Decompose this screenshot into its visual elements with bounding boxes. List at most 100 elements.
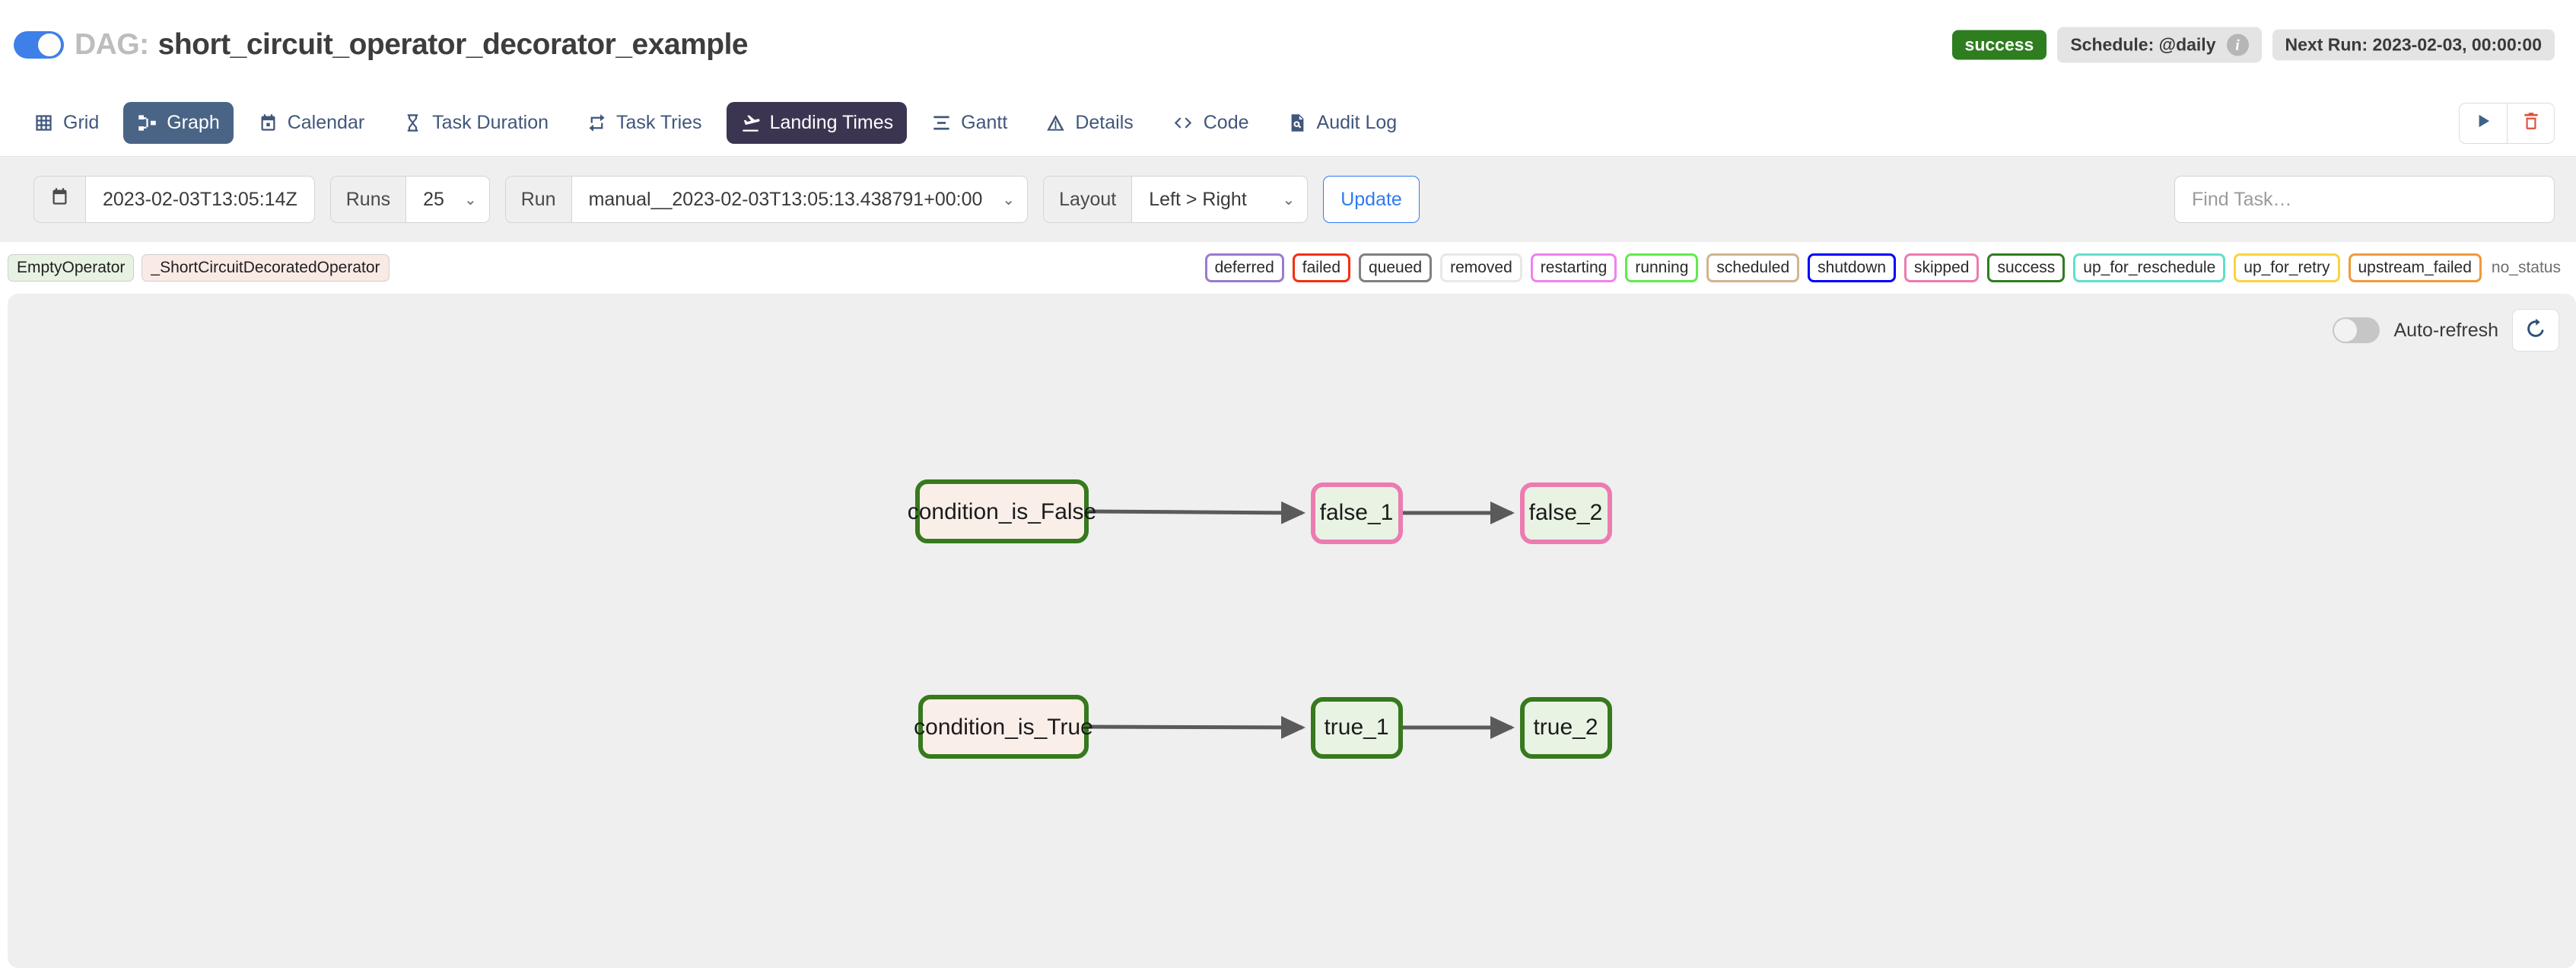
tab-landing-times[interactable]: Landing Times — [726, 102, 908, 144]
chevron-down-icon: ⌄ — [1282, 191, 1296, 209]
run-group: Run manual__2023-02-03T13:05:13.438791+0… — [504, 176, 1029, 223]
dag-tab-bar: Grid Graph Calendar Task Duration Task T… — [0, 90, 2576, 157]
node-rect — [1311, 482, 1403, 544]
layout-select[interactable]: Left > Right ⌄ — [1132, 177, 1308, 222]
graph-node-true_1[interactable]: true_1 — [1311, 697, 1403, 759]
node-label: false_2 — [1529, 500, 1603, 525]
delete-dag-button[interactable] — [2507, 103, 2554, 143]
code-icon — [1172, 113, 1194, 133]
audit-log-icon — [1287, 113, 1308, 133]
status-chip-skipped[interactable]: skipped — [1904, 253, 1980, 283]
info-icon[interactable]: i — [2226, 33, 2249, 56]
tab-gantt-label: Gantt — [961, 112, 1008, 133]
run-filter-bar: 2023-02-03T13:05:14Z Runs 25 ⌄ Run manua… — [0, 157, 2576, 242]
status-chip-no-status[interactable]: no_status — [2491, 258, 2561, 276]
auto-refresh-toggle-knob — [2334, 319, 2358, 342]
chevron-down-icon: ⌄ — [463, 191, 477, 209]
schedule-badge[interactable]: Schedule: @daily i — [2057, 27, 2262, 63]
run-label: Run — [505, 177, 572, 222]
runs-select[interactable]: 25 ⌄ — [406, 177, 489, 222]
runs-group: Runs 25 ⌄ — [329, 176, 490, 223]
operator-legend: EmptyOperator _ShortCircuitDecoratedOper… — [8, 253, 390, 282]
tab-graph-label: Graph — [167, 112, 220, 133]
runs-select-value: 25 — [423, 188, 444, 210]
node-rect — [1520, 697, 1612, 759]
dag-status-badge: success — [1951, 30, 2047, 60]
graph-canvas[interactable]: Auto-refresh — [8, 294, 2576, 968]
next-run-badge: Next Run: 2023-02-03, 00:00:00 — [2272, 29, 2555, 61]
edge-condition_is_True-true_1 — [1086, 715, 1305, 739]
dag-title: short_circuit_operator_decorator_example — [157, 28, 749, 61]
calendar-icon — [258, 113, 278, 133]
dag-action-buttons — [2459, 102, 2555, 144]
calendar-icon — [49, 186, 70, 212]
dag-graph[interactable]: condition_is_False false_1 false_2 condi… — [8, 294, 2576, 968]
tab-task-duration-label: Task Duration — [432, 112, 549, 133]
dag-pause-toggle[interactable] — [14, 31, 64, 59]
grid-icon — [33, 113, 54, 133]
status-chip-upstream-failed[interactable]: upstream_failed — [2348, 253, 2482, 283]
refresh-button[interactable] — [2512, 309, 2559, 352]
status-chip-failed[interactable]: failed — [1292, 253, 1350, 283]
auto-refresh-toggle[interactable] — [2333, 317, 2380, 343]
triangle-icon — [1045, 113, 1066, 133]
chevron-down-icon: ⌄ — [1002, 191, 1016, 209]
status-legend: deferred failed queued removed restartin… — [1204, 253, 2562, 283]
operator-chip-short-circuit-decorated-operator[interactable]: _ShortCircuitDecoratedOperator — [142, 253, 390, 282]
node-rect — [1520, 482, 1612, 544]
tab-calendar[interactable]: Calendar — [244, 102, 378, 144]
graph-node-true_2[interactable]: true_2 — [1520, 697, 1612, 759]
graph-icon — [137, 113, 157, 133]
layout-label: Layout — [1044, 177, 1133, 222]
tab-details-label: Details — [1075, 112, 1134, 133]
graph-node-condition_is_True[interactable]: condition_is_True — [914, 695, 1093, 759]
layout-select-value: Left > Right — [1149, 188, 1247, 210]
graph-edges — [1086, 501, 1515, 739]
execution-date-input[interactable]: 2023-02-03T13:05:14Z — [86, 177, 314, 222]
operator-chip-empty-operator[interactable]: EmptyOperator — [8, 253, 135, 282]
status-chip-restarting[interactable]: restarting — [1530, 253, 1617, 283]
dag-pause-toggle-knob — [38, 33, 61, 56]
tab-code-label: Code — [1203, 112, 1249, 133]
trigger-dag-button[interactable] — [2460, 103, 2507, 143]
execution-date-group: 2023-02-03T13:05:14Z — [33, 176, 315, 223]
tab-audit-log[interactable]: Audit Log — [1274, 102, 1411, 144]
tab-details[interactable]: Details — [1032, 102, 1146, 144]
gantt-icon — [931, 113, 952, 133]
tab-grid[interactable]: Grid — [20, 102, 113, 144]
node-label: condition_is_False — [908, 499, 1096, 524]
date-picker-button[interactable] — [34, 177, 86, 222]
tab-code[interactable]: Code — [1158, 102, 1263, 144]
run-select[interactable]: manual__2023-02-03T13:05:13.438791+00:00… — [571, 177, 1028, 222]
schedule-badge-label: Schedule: @daily — [2070, 34, 2216, 55]
refresh-controls: Auto-refresh — [2333, 309, 2559, 352]
graph-node-false_2[interactable]: false_2 — [1520, 482, 1612, 544]
find-task-input[interactable]: Find Task… — [2174, 176, 2555, 223]
tab-task-duration[interactable]: Task Duration — [389, 102, 562, 144]
tab-graph[interactable]: Graph — [123, 102, 234, 144]
dag-header: DAG: short_circuit_operator_decorator_ex… — [0, 0, 2576, 90]
refresh-icon — [2524, 317, 2547, 344]
status-chip-shutdown[interactable]: shutdown — [1808, 253, 1897, 283]
status-chip-up-for-retry[interactable]: up_for_retry — [2234, 253, 2340, 283]
retry-icon — [587, 113, 607, 133]
trash-icon — [2521, 111, 2541, 135]
status-chip-queued[interactable]: queued — [1359, 253, 1433, 283]
tab-task-tries-label: Task Tries — [616, 112, 702, 133]
graph-node-condition_is_False[interactable]: condition_is_False — [908, 479, 1096, 543]
tab-landing-times-label: Landing Times — [769, 112, 894, 133]
tab-task-tries[interactable]: Task Tries — [573, 102, 716, 144]
tab-gantt[interactable]: Gantt — [918, 102, 1021, 144]
status-chip-success[interactable]: success — [1987, 253, 2066, 283]
status-chip-up-for-reschedule[interactable]: up_for_reschedule — [2073, 253, 2226, 283]
update-button[interactable]: Update — [1323, 176, 1420, 223]
graph-node-false_1[interactable]: false_1 — [1311, 482, 1403, 544]
play-icon — [2473, 111, 2493, 135]
status-chip-deferred[interactable]: deferred — [1204, 253, 1284, 283]
status-chip-removed[interactable]: removed — [1440, 253, 1522, 283]
graph-canvas-wrapper: Auto-refresh — [0, 294, 2576, 968]
tab-audit-log-label: Audit Log — [1316, 112, 1398, 133]
status-chip-scheduled[interactable]: scheduled — [1706, 253, 1800, 283]
node-label: true_2 — [1533, 715, 1598, 740]
status-chip-running[interactable]: running — [1625, 253, 1699, 283]
